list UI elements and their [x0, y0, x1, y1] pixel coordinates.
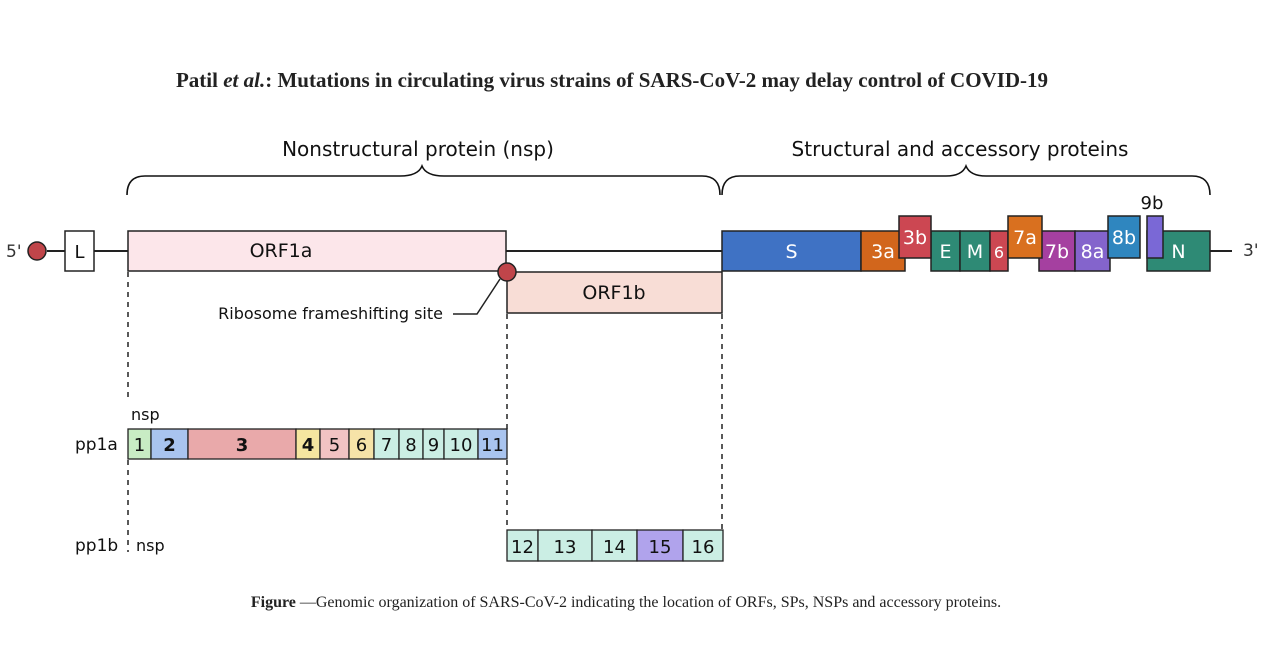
- frameshift-site-dot: [497, 262, 517, 282]
- orf1b-box: [506, 271, 723, 314]
- nsp-7-label: 7: [381, 435, 392, 456]
- gene-8b-box: [1107, 215, 1141, 259]
- gene-3b-label: 3b: [903, 227, 927, 249]
- gene-e-label: E: [939, 241, 951, 263]
- nsp-11-label: 11: [481, 435, 504, 456]
- orf1b-label: ORF1b: [582, 282, 645, 304]
- gene-3b-box: [898, 215, 932, 259]
- orf1a-box: [127, 230, 507, 272]
- nsp-6-segment: [348, 428, 375, 460]
- orf1a-label: ORF1a: [250, 240, 313, 262]
- nsp-10-label: 10: [450, 435, 473, 456]
- pp1b-nsp-label: nsp: [136, 536, 165, 555]
- gene-7a-box: [1007, 215, 1043, 259]
- frameshift-label: Ribosome frameshifting site: [218, 304, 443, 323]
- nsp-3-segment: [187, 428, 297, 460]
- gene-7b-label: 7b: [1045, 241, 1069, 263]
- page-header: Patil et al.: Mutations in circulating v…: [0, 68, 1224, 93]
- nsp-16-segment: [682, 529, 724, 562]
- gene-7a-label: 7a: [1013, 227, 1037, 249]
- nsp-6-label: 6: [356, 435, 367, 456]
- nsp-4-label: 4: [302, 435, 315, 456]
- nsp-14-label: 14: [603, 537, 626, 558]
- pp1b-label: pp1b: [75, 536, 118, 556]
- gene-9b-box: [1146, 215, 1164, 259]
- nsp-15-label: 15: [649, 537, 672, 558]
- gene-9b-label: 9b: [1141, 193, 1164, 214]
- nsp-2-segment: [150, 428, 189, 460]
- gene-8a-label: 8a: [1081, 241, 1105, 263]
- pp1a-nsp-label: nsp: [131, 405, 160, 424]
- nsp-9-label: 9: [428, 435, 439, 456]
- nsp-5-label: 5: [329, 435, 340, 456]
- nsp-13-segment: [537, 529, 593, 562]
- gene-s-label: S: [785, 241, 797, 263]
- nsp-8-segment: [398, 428, 424, 460]
- nsp-3-label: 3: [236, 435, 249, 456]
- gene-8b-label: 8b: [1112, 227, 1136, 249]
- pp1b-segments: 12 13 14 15 16: [506, 529, 724, 562]
- leader-label: L: [74, 242, 84, 263]
- structural-brace: [721, 163, 1211, 196]
- three-prime-label: 3': [1243, 241, 1259, 261]
- gene-m-box: [959, 230, 991, 272]
- nsp-5-segment: [319, 428, 350, 460]
- gene-s-box: [721, 230, 862, 272]
- figure-caption: Figure —Genomic organization of SARS-CoV…: [0, 594, 1252, 612]
- nsp-11-segment: [477, 428, 508, 460]
- header-title: : Mutations in circulating virus strains…: [265, 68, 1049, 92]
- header-etal: et al.: [223, 68, 266, 92]
- caption-text: —Genomic organization of SARS-CoV-2 indi…: [295, 594, 1002, 611]
- nsp-13-label: 13: [554, 537, 577, 558]
- five-prime-cap-dot: [27, 241, 47, 261]
- leader-box: [64, 230, 95, 272]
- gene-3a-box: [860, 230, 906, 272]
- pp1a-label: pp1a: [75, 435, 118, 455]
- nsp-4-segment: [295, 428, 321, 460]
- gene-6-label: 6: [994, 243, 1004, 262]
- nsp-section-label: Nonstructural protein (nsp): [282, 137, 554, 161]
- caption-figure-label: Figure: [250, 594, 296, 611]
- gene-3a-label: 3a: [871, 241, 895, 263]
- nsp-10-segment: [443, 428, 479, 460]
- nsp-8-label: 8: [405, 435, 416, 456]
- frameshift-pointer-line: [453, 278, 501, 315]
- gene-m-label: M: [967, 241, 983, 263]
- nsp-brace: [126, 163, 721, 196]
- structural-section-label: Structural and accessory proteins: [792, 137, 1129, 161]
- gene-8a-box: [1074, 230, 1111, 272]
- header-author: Patil: [175, 68, 218, 92]
- nsp-12-label: 12: [511, 537, 534, 558]
- nsp-16-label: 16: [692, 537, 715, 558]
- gene-n-label: N: [1171, 241, 1185, 263]
- five-prime-label: 5': [6, 242, 22, 262]
- nsp-1-label: 1: [134, 435, 145, 456]
- nsp-2-label: 2: [163, 435, 176, 456]
- nsp-14-segment: [591, 529, 638, 562]
